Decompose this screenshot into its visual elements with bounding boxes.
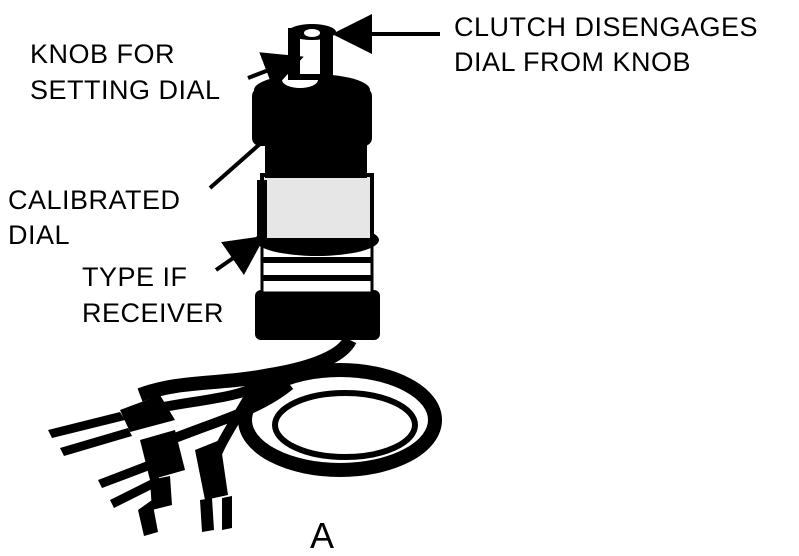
dial-label-line2: DIAL	[8, 220, 71, 250]
dial-arrow	[208, 95, 315, 190]
cable-bundle	[137, 336, 442, 477]
clutch-label-line1: CLUTCH DISENGAGES	[454, 12, 759, 42]
receiver-body	[252, 24, 380, 340]
receiver-arrow	[214, 235, 266, 275]
figure-caption: A	[310, 515, 335, 556]
knob-label-line2: SETTING DIAL	[30, 75, 221, 105]
receiver-label-line1: TYPE IF	[82, 262, 188, 292]
dial-label-line1: CALIBRATED	[8, 185, 181, 215]
receiver-label-line2: RECEIVER	[82, 298, 225, 328]
knob-label-line1: KNOB FOR	[30, 39, 176, 69]
clutch-label-line2: DIAL FROM KNOB	[454, 47, 692, 77]
clip-leads	[48, 395, 232, 536]
knob-arrow	[247, 52, 304, 90]
